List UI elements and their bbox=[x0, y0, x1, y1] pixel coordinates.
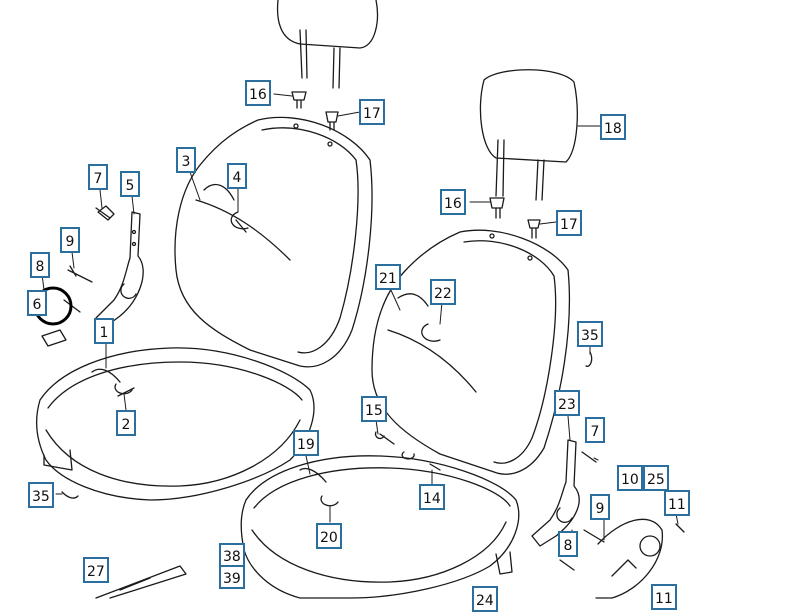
callout-5: 5 bbox=[120, 171, 140, 197]
left-backrest bbox=[174, 116, 373, 368]
callout-21: 21 bbox=[375, 264, 401, 290]
callout-25: 25 bbox=[643, 465, 669, 491]
callout-19: 19 bbox=[293, 430, 319, 456]
callout-22: 22 bbox=[430, 279, 456, 305]
right-headrest bbox=[479, 69, 578, 201]
callout-15: 15 bbox=[361, 396, 387, 422]
right-backrest bbox=[371, 229, 571, 475]
callout-8: 8 bbox=[30, 252, 50, 278]
callout-16b: 16 bbox=[440, 189, 466, 215]
callout-6: 6 bbox=[27, 290, 47, 316]
parts-diagram: 3 4 5 7 8 6 9 1 2 35 16 17 18 16 17 21 2… bbox=[27, 0, 690, 612]
callout-9: 9 bbox=[60, 227, 80, 253]
leader-lines bbox=[41, 93, 679, 549]
callout-10: 10 bbox=[617, 465, 643, 491]
callout-38: 38 bbox=[219, 543, 245, 567]
callout-11: 11 bbox=[664, 490, 690, 516]
callout-35b: 35 bbox=[577, 321, 603, 347]
callout-20: 20 bbox=[316, 523, 342, 549]
callout-2: 2 bbox=[116, 410, 136, 436]
left-headrest-guides bbox=[291, 91, 339, 131]
callout-1: 1 bbox=[94, 318, 114, 344]
callout-14: 14 bbox=[419, 484, 445, 510]
callout-4: 4 bbox=[227, 163, 247, 189]
callout-23: 23 bbox=[554, 390, 580, 416]
right-small-parts bbox=[61, 351, 593, 499]
callout-35: 35 bbox=[28, 482, 54, 508]
callout-39: 39 bbox=[219, 565, 245, 589]
seat-rail-27 bbox=[95, 565, 187, 599]
right-cushion bbox=[240, 455, 520, 599]
right-headrest-guides bbox=[489, 197, 541, 239]
callout-18: 18 bbox=[600, 114, 626, 140]
seat-line-art bbox=[33, 0, 685, 599]
left-headrest bbox=[276, 0, 379, 89]
callout-27: 27 bbox=[83, 557, 109, 583]
callout-7b: 7 bbox=[585, 417, 605, 443]
callout-11b: 11 bbox=[651, 584, 677, 610]
callout-17b: 17 bbox=[556, 210, 582, 236]
callout-8b: 8 bbox=[558, 531, 578, 557]
callout-3: 3 bbox=[176, 147, 196, 173]
callout-24: 24 bbox=[472, 586, 498, 612]
callout-17: 17 bbox=[359, 99, 385, 125]
callout-7: 7 bbox=[88, 164, 108, 190]
callout-16: 16 bbox=[245, 80, 271, 106]
right-recliner bbox=[531, 439, 685, 599]
callout-9b: 9 bbox=[590, 494, 610, 520]
